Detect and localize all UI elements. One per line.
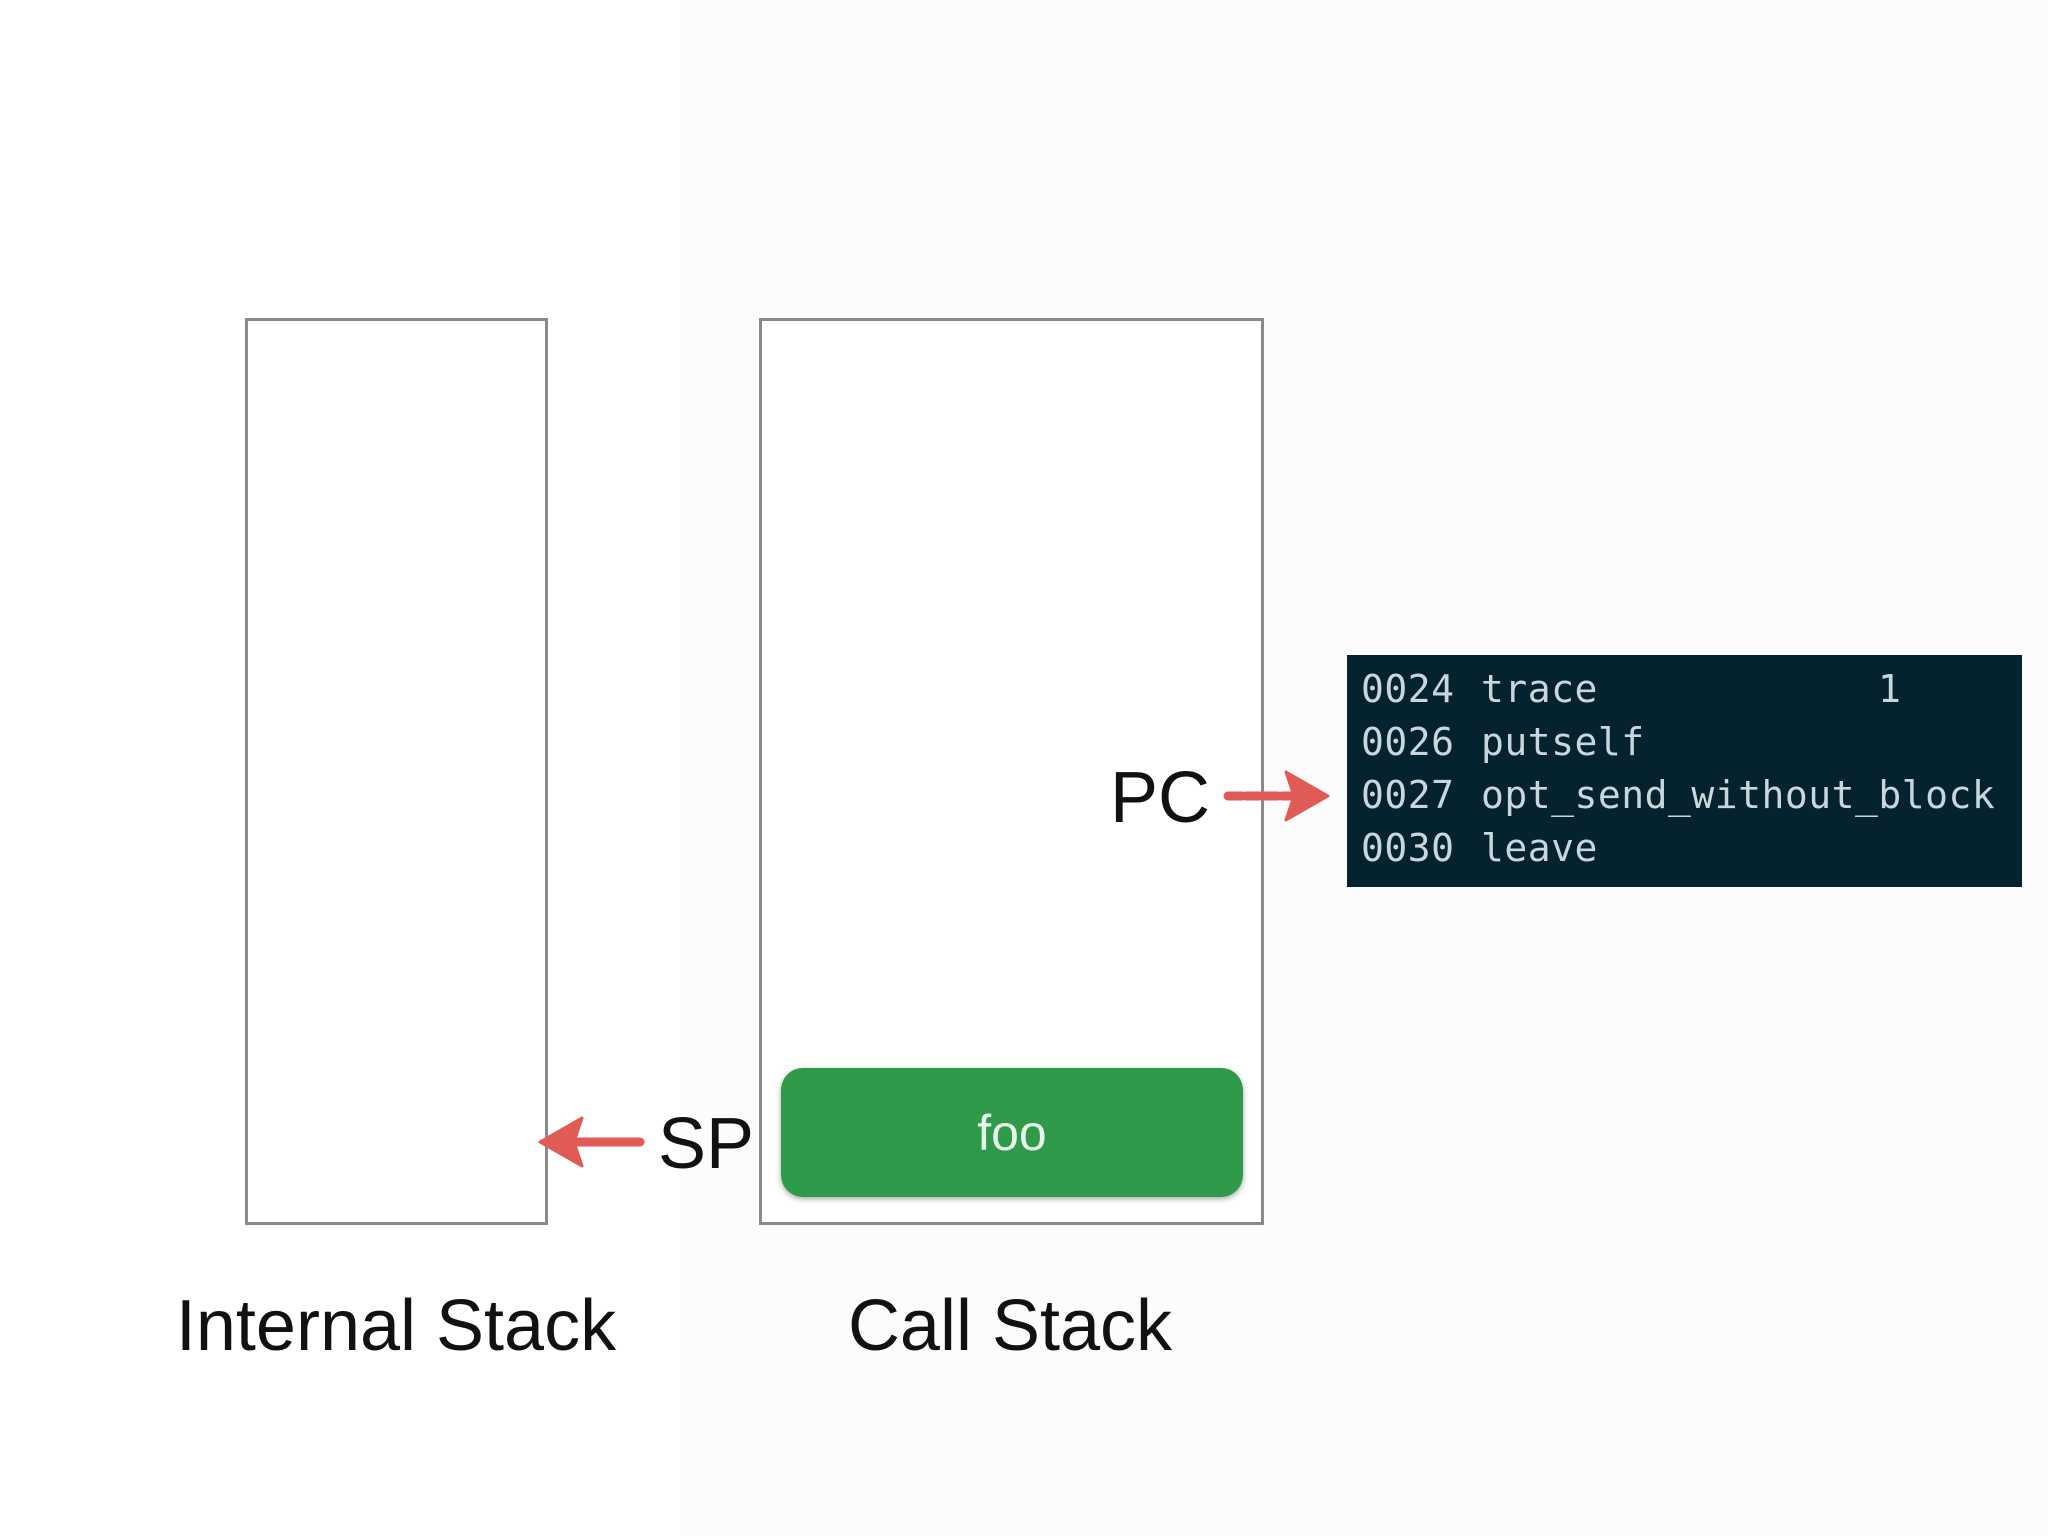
call-stack-frame: foo xyxy=(781,1068,1243,1197)
bytecode-line-current: 0027 opt_send_without_block xyxy=(1361,769,2022,822)
call-stack-frame-label: foo xyxy=(977,1104,1047,1161)
internal-stack-label: Internal Stack xyxy=(175,1286,617,1366)
bytecode-line: 0030 leave xyxy=(1361,822,2022,875)
bytecode-instruction: opt_send_without_block xyxy=(1481,773,1996,817)
pc-pointer-label: PC xyxy=(1110,758,1211,838)
bytecode-address: 0026 xyxy=(1361,720,1455,764)
bytecode-line: 0024 trace 1 xyxy=(1361,663,2022,716)
pc-arrow-icon xyxy=(1223,770,1330,822)
sp-arrow-icon xyxy=(538,1116,645,1168)
bytecode-instruction: putself xyxy=(1481,720,1645,764)
call-stack-label: Call Stack xyxy=(847,1286,1173,1366)
bytecode-address: 0030 xyxy=(1361,826,1455,870)
bytecode-address: 0024 xyxy=(1361,667,1455,711)
bytecode-operand: 1 xyxy=(1878,667,1902,711)
bytecode-line: 0026 putself xyxy=(1361,716,2022,769)
sp-pointer-label: SP xyxy=(658,1104,755,1184)
bytecode-instruction: trace xyxy=(1481,667,1598,711)
bytecode-instruction: leave xyxy=(1481,826,1598,870)
bytecode-address: 0027 xyxy=(1361,773,1455,817)
internal-stack-box xyxy=(245,318,548,1225)
bytecode-panel: 0024 trace 1 0026 putself 0027 opt_send_with… xyxy=(1347,655,2022,887)
